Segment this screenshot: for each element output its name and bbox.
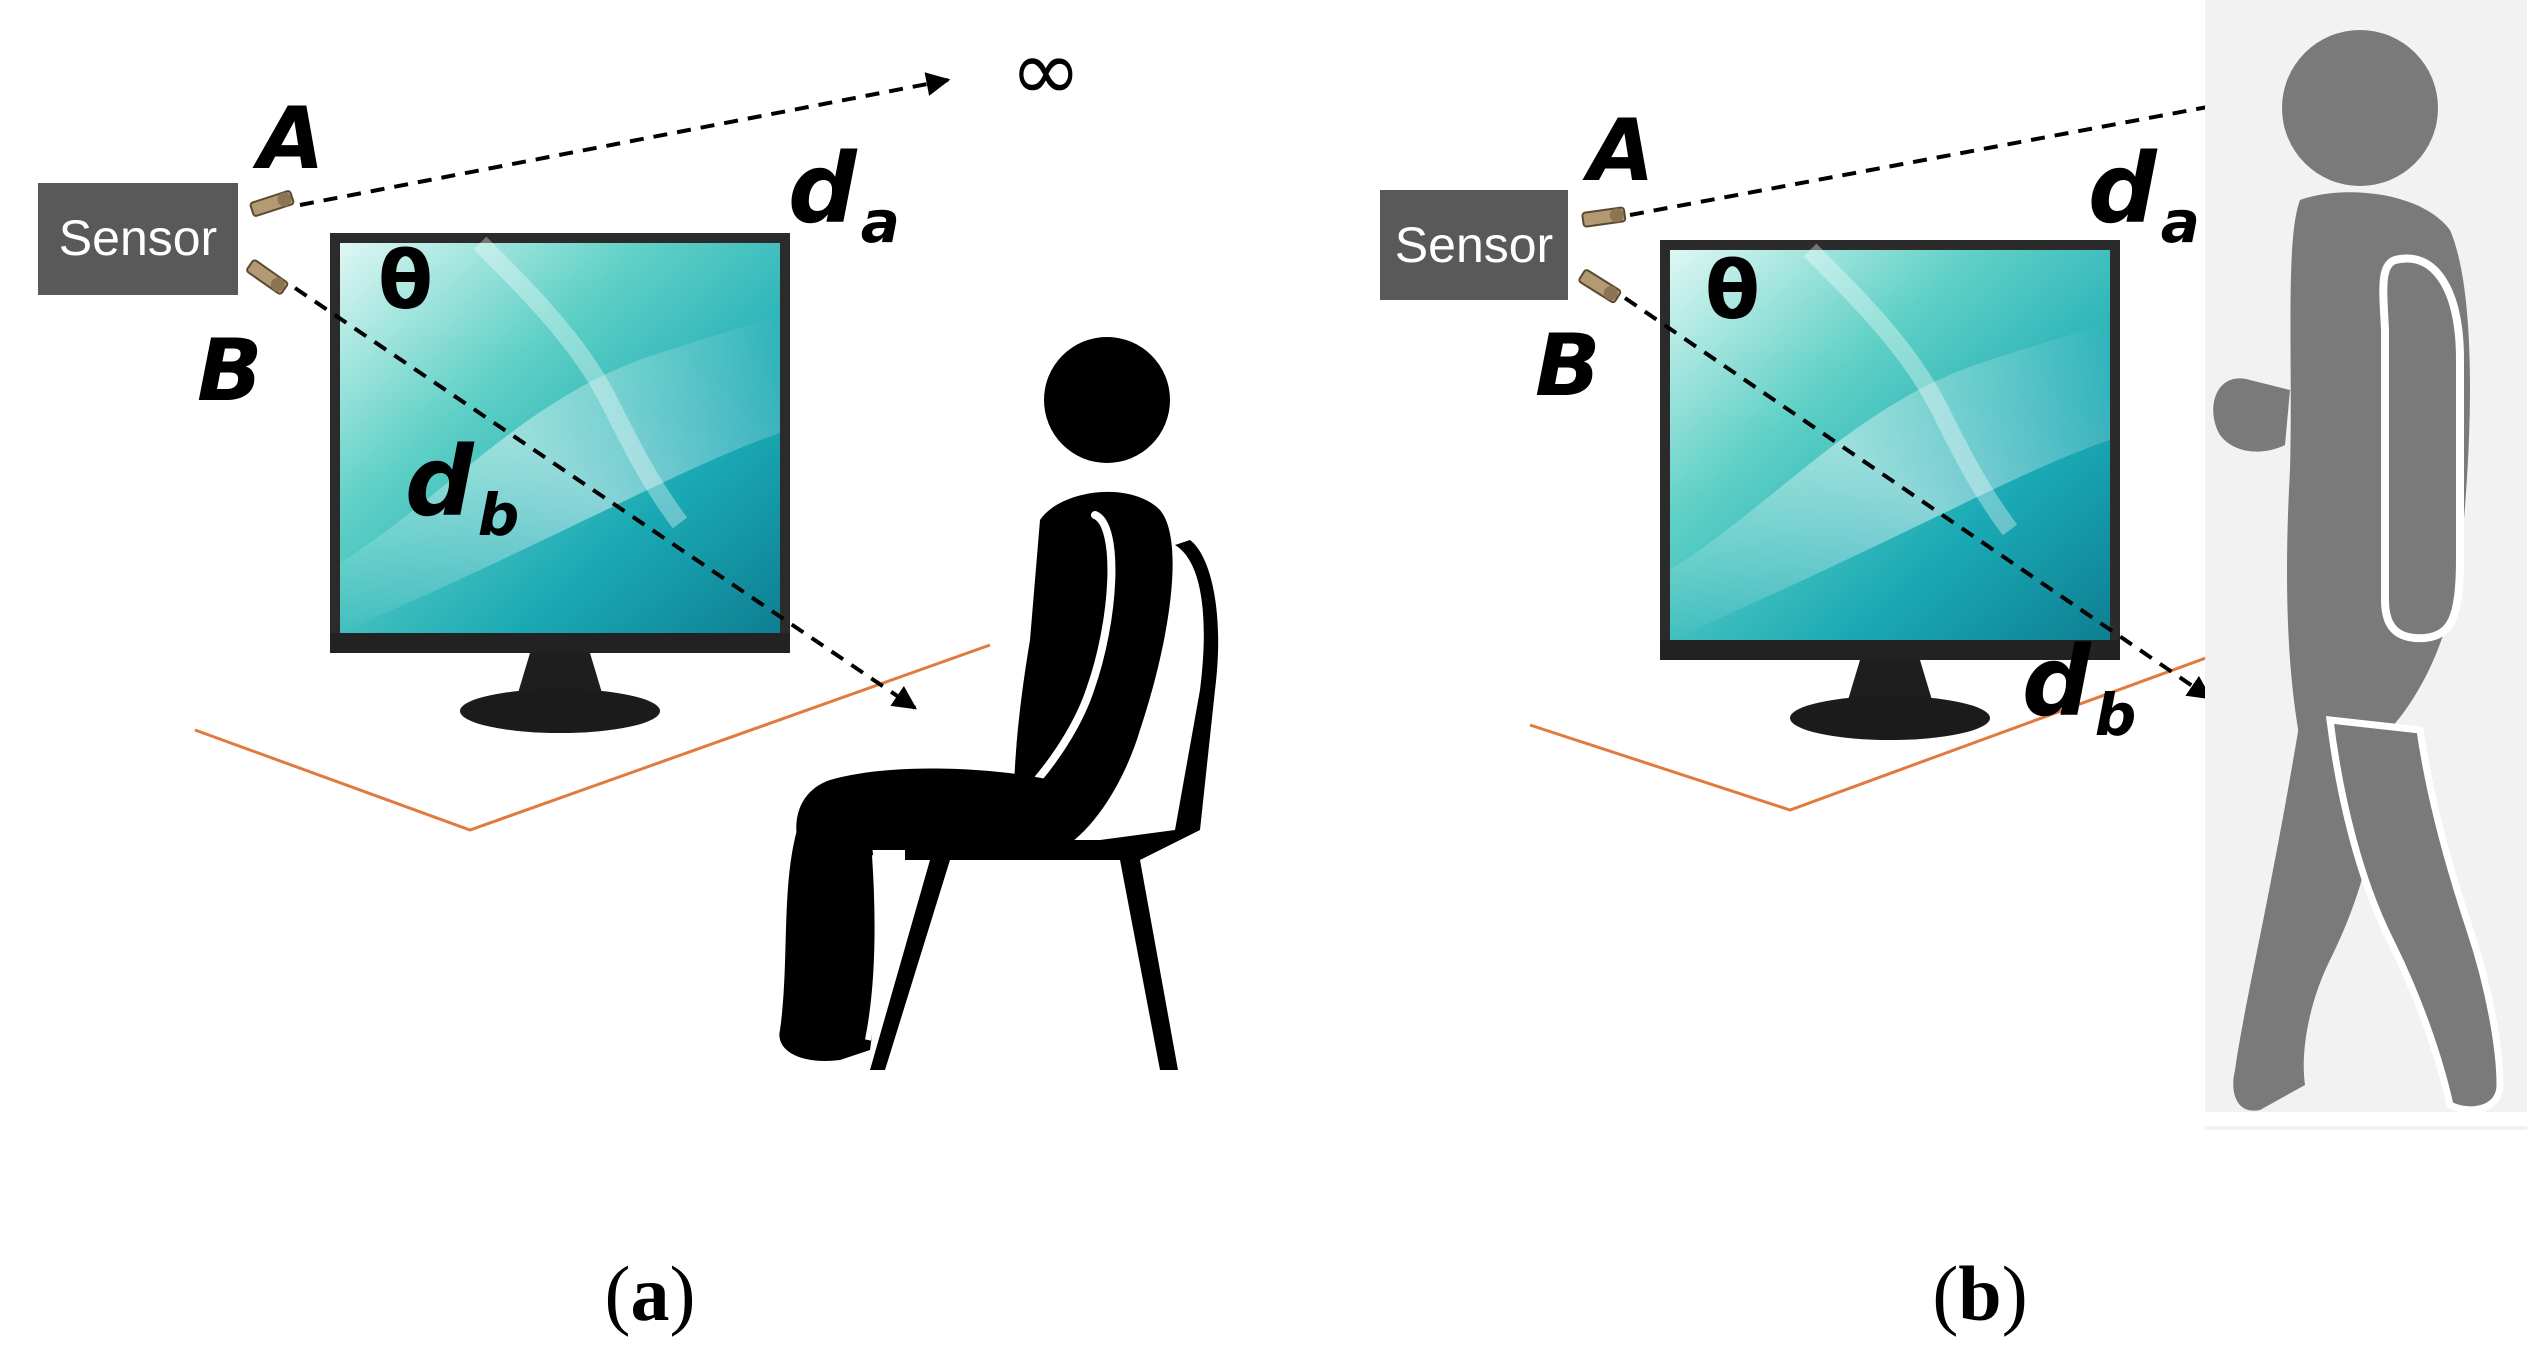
beam-a-dashed-arrow (299, 72, 951, 207)
point-b-label: B (1535, 316, 1601, 416)
caption-a: (a) (605, 1250, 696, 1337)
sensor-box: Sensor (1380, 190, 1568, 300)
walking-person-icon (2205, 0, 2527, 1130)
floor-outline (194, 643, 991, 832)
seated-person-icon (779, 337, 1219, 1070)
sensor-head-a (248, 189, 296, 218)
sensor-label: Sensor (1395, 217, 1553, 273)
theta-label: θ (1705, 244, 1760, 337)
sensor-box: Sensor (38, 183, 238, 295)
distance-a-label: da (2088, 133, 2200, 256)
panel-a: Sensor A B θ ∞ da db (38, 21, 1219, 1337)
theta-label: θ (378, 234, 433, 327)
caption-b: (b) (1932, 1250, 2027, 1337)
sensor-head-b (1577, 268, 1623, 305)
panel-b: Sensor A B θ da db (1380, 0, 2527, 1337)
infinity-label: ∞ (1010, 21, 1082, 121)
floor-outline (1529, 638, 2256, 812)
beam-b-dashed-arrow (293, 286, 917, 710)
distance-b-label: db (2022, 626, 2136, 749)
distance-a-label: da (788, 133, 900, 256)
sensor-head-b (244, 258, 290, 296)
beam-a-dashed-arrow (1629, 92, 2248, 217)
sensor-head-a (1581, 206, 1627, 228)
point-a-label: A (252, 89, 325, 189)
distance-b-label: db (405, 426, 519, 549)
point-b-label: B (197, 321, 263, 421)
sensor-label: Sensor (59, 210, 217, 266)
point-a-label: A (1582, 101, 1655, 201)
